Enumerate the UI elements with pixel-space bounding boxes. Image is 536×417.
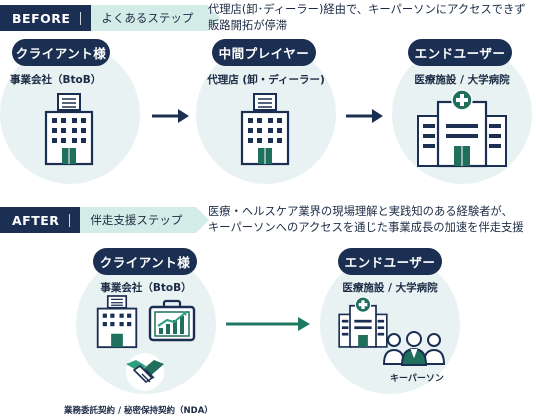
before-client-sub: 事業会社（BtoB） — [10, 74, 102, 86]
after-description: 医療・ヘルスケア業界の現場理解と実践知のある経験者が、 キーパーソンへのアクセス… — [208, 204, 524, 236]
before-banner: BEFORE よくあるステップ — [0, 5, 221, 31]
before-desc-line1: 代理店(卸･ディーラー)経由で、キーパーソンにアクセスできず — [208, 3, 526, 16]
contract-label: 業務委託契約 / 秘密保持契約（NDA） — [64, 406, 213, 416]
after-label-text: 伴走支援ステップ — [90, 213, 183, 227]
after-client-title: クライアント様 — [93, 248, 197, 275]
after-enduser-title: エンドユーザー — [338, 248, 442, 275]
before-label-text: よくあるステップ — [101, 11, 194, 25]
hospital-icon — [338, 296, 388, 348]
handshake-icon — [126, 353, 164, 391]
before-middle-sub: 代理店 (卸・ディーラー) — [207, 74, 325, 86]
before-description: 代理店(卸･ディーラー)経由で、キーパーソンにアクセスできず 販路開拓が停滞 — [208, 2, 526, 34]
keyperson-label: キーパーソン — [390, 374, 444, 384]
office-building-icon — [44, 93, 94, 166]
before-middle-title: 中間プレイヤー — [212, 39, 316, 66]
people-icon — [382, 331, 446, 366]
before-enduser-sub: 医療施設 / 大学病院 — [414, 74, 510, 86]
briefcase-chart-icon — [148, 299, 196, 342]
office-building-icon — [240, 93, 290, 166]
before-label: よくあるステップ — [91, 5, 221, 31]
after-banner: AFTER 伴走支援ステップ — [0, 207, 210, 233]
before-client-title: クライアント様 — [12, 39, 110, 66]
after-tag-text: AFTER — [12, 212, 60, 228]
hospital-icon — [417, 89, 507, 168]
after-desc-line1: 医療・ヘルスケア業界の現場理解と実践知のある経験者が、 — [208, 205, 513, 218]
after-enduser-sub: 医療施設 / 大学病院 — [342, 282, 438, 294]
after-client-sub: 事業会社（BtoB） — [100, 282, 192, 294]
before-enduser-title: エンドユーザー — [408, 39, 512, 66]
office-building-icon — [96, 295, 138, 349]
arrow-right-icon — [226, 317, 310, 331]
before-tag: BEFORE — [0, 5, 92, 31]
banner-separator — [69, 213, 71, 227]
before-tag-text: BEFORE — [12, 10, 71, 26]
banner-separator — [80, 11, 82, 25]
arrow-right-icon — [346, 109, 383, 123]
before-desc-line2: 販路開拓が停滞 — [208, 19, 288, 32]
arrow-right-icon — [152, 109, 189, 123]
after-desc-line2: キーパーソンへのアクセスを通じた事業成長の加速を伴走支援 — [208, 221, 524, 234]
after-tag: AFTER — [0, 207, 81, 233]
after-label: 伴走支援ステップ — [80, 207, 210, 233]
